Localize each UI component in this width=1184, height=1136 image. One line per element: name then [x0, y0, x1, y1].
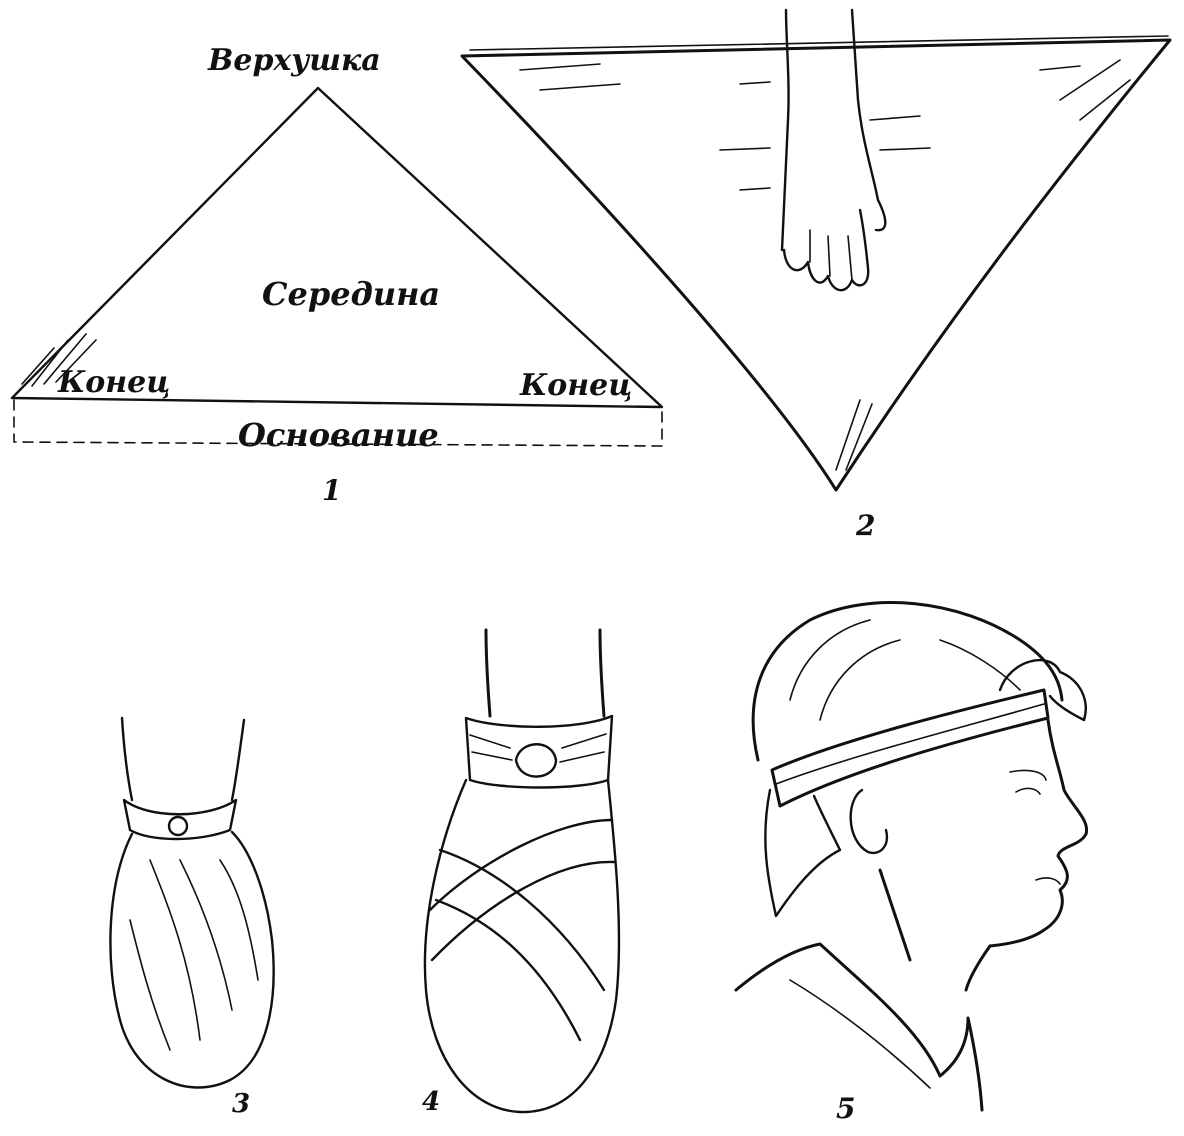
neck-front-line — [966, 946, 990, 990]
ear — [851, 790, 887, 853]
end-left-label: Конец — [57, 365, 170, 400]
headband-fold — [776, 704, 1044, 784]
forearm-right-line — [232, 720, 244, 800]
middle-label: Середина — [262, 275, 440, 313]
crossed-bandage-strips — [430, 820, 614, 1040]
scarf-bundle-outline — [110, 832, 273, 1088]
figure-1-number: 1 — [322, 474, 341, 507]
figure-5-number: 5 — [836, 1092, 855, 1125]
scarf-shading — [520, 60, 1130, 470]
figure-4-crossed-bandage: 4 — [422, 630, 619, 1117]
forearm-right-line — [600, 630, 604, 716]
base-label: Основание — [238, 416, 439, 454]
scarf-folds — [130, 860, 258, 1050]
forearm-left-line — [486, 630, 490, 716]
figure-1-triangle-diagram: Верхушка Середина Конец Конец Основание … — [12, 43, 662, 507]
hand-fingers — [784, 210, 868, 290]
triangle-outline — [12, 88, 662, 407]
scarf-triangle — [462, 40, 1170, 490]
wrist-knot-band — [124, 800, 236, 839]
wrist-knot — [516, 744, 556, 776]
finger-lines — [810, 230, 852, 280]
collar-fold — [790, 980, 930, 1088]
hand-bundle-outline — [425, 780, 619, 1112]
figure-3-number: 3 — [232, 1089, 250, 1119]
figure-2-hand-on-scarf: 2 — [462, 10, 1170, 542]
mouth — [1036, 878, 1060, 884]
figure-3-bandaged-hand: 3 — [110, 718, 273, 1119]
scarf-cap-outline — [753, 603, 1062, 760]
headband — [772, 690, 1048, 806]
wrist-knot — [169, 817, 187, 835]
face-profile — [990, 720, 1087, 946]
neck-back-line — [880, 870, 910, 960]
figure-4-number: 4 — [422, 1087, 440, 1117]
apex-label: Верхушка — [207, 43, 381, 78]
wrist-left-line — [782, 10, 789, 250]
back-scarf-ends — [765, 790, 840, 916]
figure-5-head-bandage: 5 — [736, 603, 1087, 1125]
figure-2-number: 2 — [855, 509, 875, 542]
eyebrow — [1010, 770, 1046, 780]
eye — [1016, 788, 1040, 794]
band-folds — [470, 734, 606, 762]
end-right-label: Конец — [519, 368, 632, 403]
forearm-left-line — [122, 718, 132, 800]
